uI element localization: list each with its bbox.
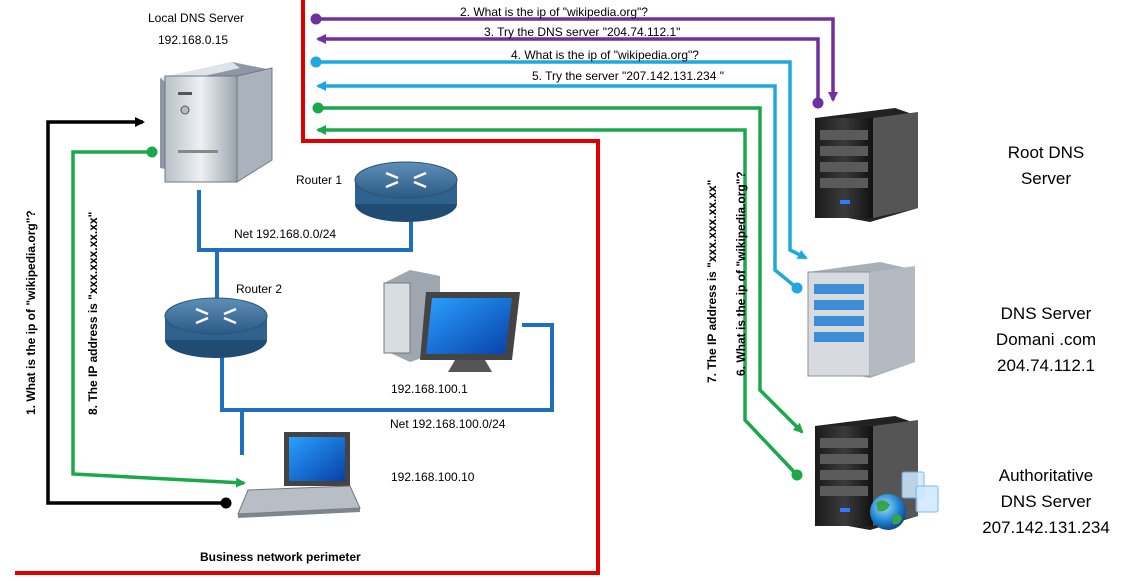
- auth-dns-line-1: Authoritative: [998, 466, 1094, 485]
- arrow-step-2-origin: [310, 13, 322, 25]
- arrow-step-7: [316, 125, 799, 477]
- arrow-step-8: [71, 150, 246, 488]
- perimeter-boundary: [15, 0, 600, 575]
- root-dns-server-label: Root DNS Server: [976, 140, 1116, 192]
- auth-dns-line-3: 207.142.131.234: [982, 518, 1110, 537]
- router-1-label: Router 1: [296, 173, 343, 187]
- root-dns-server-icon: [815, 108, 918, 222]
- router-1-icon: [354, 161, 458, 222]
- arrow-step-6: [318, 106, 804, 434]
- root-dns-line-2: Server: [1020, 169, 1072, 188]
- domain-dns-server-icon: [807, 262, 915, 378]
- perimeter-label: Business network perimeter: [200, 550, 361, 564]
- arrow-step-1: [46, 117, 226, 505]
- arrow-step-5-origin: [791, 282, 803, 294]
- domain-dns-server-label: DNS Server Domani .com 204.74.112.1: [976, 301, 1116, 379]
- step-7-label: 7. The IP address is "xxx.xxx.xx.xx": [705, 179, 719, 383]
- authoritative-dns-server-label: Authoritative DNS Server 207.142.131.234: [966, 463, 1126, 541]
- router-2-label: Router 2: [236, 282, 283, 296]
- arrow-step-2: [316, 17, 838, 102]
- arrow-step-6-origin: [312, 102, 324, 114]
- step-4-label: 4. What is the ip of "wikipedia.org"?: [511, 48, 699, 62]
- arrow-step-1-origin: [220, 497, 232, 509]
- network-links: [197, 190, 554, 455]
- local-dns-server-title: Local DNS Server: [148, 11, 245, 25]
- arrow-step-7-origin: [791, 469, 803, 481]
- step-3-label: 3. Try the DNS server "204.74.112.1": [484, 25, 681, 39]
- authoritative-dns-server-icon: [815, 416, 918, 530]
- globe-icon: [870, 471, 939, 530]
- arrow-step-3-origin: [812, 97, 824, 109]
- step-6-label: 6. What is the ip of "wikipedia.org"?: [734, 171, 748, 376]
- step-2-label: 2. What is the ip of "wikipedia.org"?: [460, 5, 648, 19]
- desktop-ip: 192.168.100.1: [391, 382, 468, 396]
- arrow-step-4-origin: [310, 56, 322, 68]
- domain-dns-line-1: DNS Server: [1000, 304, 1092, 323]
- local-dns-server-ip: 192.168.0.15: [158, 33, 229, 47]
- domain-dns-line-2: Domani .com: [995, 330, 1097, 349]
- step-1-label: 1. What is the ip of "wikipedia.org"?: [24, 210, 38, 415]
- step-5-label: 5. Try the server "207.142.131.234 ": [532, 69, 724, 83]
- laptop-ip: 192.168.100.10: [391, 470, 475, 484]
- local-dns-server-icon: [160, 62, 273, 183]
- desktop-computer-icon: [383, 270, 520, 372]
- domain-dns-line-3: 204.74.112.1: [997, 356, 1095, 375]
- arrow-step-5: [316, 81, 799, 290]
- auth-dns-line-2: DNS Server: [1000, 492, 1092, 511]
- step-8-label: 8. The IP address is "xxx.xxx.xx.xx": [86, 211, 100, 415]
- laptop-icon: [237, 432, 361, 518]
- root-dns-line-1: Root DNS: [1007, 143, 1085, 162]
- arrow-step-3: [316, 34, 820, 103]
- router-2-icon: [164, 297, 268, 358]
- net-2-label: Net 192.168.100.0/24: [390, 417, 506, 431]
- arrow-step-4: [316, 60, 808, 260]
- arrow-step-8-origin: [146, 146, 158, 158]
- net-1-label: Net 192.168.0.0/24: [234, 227, 337, 241]
